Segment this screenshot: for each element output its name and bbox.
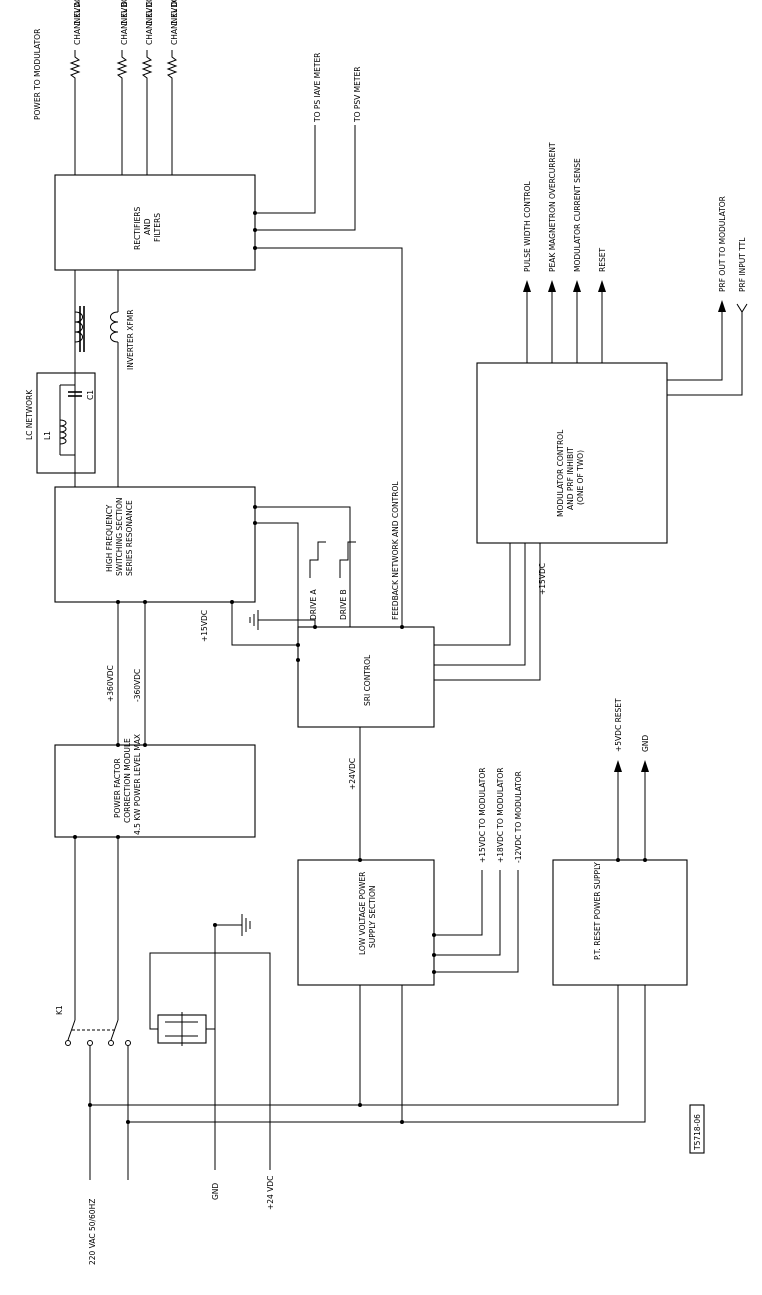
plus24-in-label: +24 VDC	[266, 1176, 275, 1210]
rectifiers-label-1: RECTIFIERS	[133, 207, 142, 250]
modulator-control-label-1: MODULATOR CONTROL	[556, 429, 565, 517]
lv-out-15-label: +15VDC TO MODULATOR	[478, 768, 487, 863]
c1-label: C1	[86, 390, 95, 400]
ac-input-label: 220 VAC 50/60HZ	[88, 1199, 97, 1265]
k1-label: K1	[55, 1005, 64, 1015]
rectifiers-filters-block	[54, 174, 256, 271]
drive-a-label: DRIVE A	[309, 589, 318, 620]
drive-b-label: DRIVE B	[339, 589, 348, 620]
input-wiring	[65, 835, 646, 1180]
figure-id: T5718-06	[689, 1104, 705, 1154]
sri-control-block	[297, 626, 435, 728]
to-psv-meter-label: TO PSV METER	[353, 67, 362, 123]
pt-reset-label: P.T. RESET POWER SUPPLY	[593, 862, 602, 960]
channel-c-label: CHANNEL C	[145, 1, 154, 45]
plus24-sri-label: +24VDC	[348, 758, 357, 790]
pfc-label-1: POWER FACTOR	[113, 758, 122, 818]
pulse-width-label: PULSE WIDTH CONTROL	[523, 180, 532, 272]
plus360-label: +360VDC	[106, 665, 115, 702]
lv-power-block	[297, 859, 435, 986]
gnd-in-label: GND	[211, 1183, 220, 1200]
lv-out-18-label: +18VDC TO MODULATOR	[496, 768, 505, 863]
rectifiers-label-2: AND	[143, 218, 152, 235]
to-ps-iave-meter-label: TO PS IAVE METER	[313, 53, 322, 123]
reset-5v-label: +5VDC RESET	[614, 698, 623, 752]
pfc-label-2: CORRECTION MODULE	[123, 738, 132, 823]
l1-label: L1	[43, 431, 52, 440]
hf-wiring	[230, 505, 356, 662]
feedback-label: FEEDBACK NETWORK AND CONTROL	[391, 481, 400, 620]
rectifiers-label-3: FILTERS	[153, 213, 162, 242]
plus15-sri-label: +15VDC	[200, 610, 209, 642]
sri-control-label: SRI CONTROL	[363, 654, 372, 706]
lv-power-label-2: SUPPLY SECTION	[368, 886, 377, 949]
lv-outputs	[432, 870, 519, 974]
channel-a-label: CHANNEL A	[73, 0, 82, 45]
hf-switching-block	[54, 486, 256, 603]
figure-id-label: T5718-06	[693, 1114, 702, 1151]
lv-power-label-1: LOW VOLTAGE POWER	[358, 872, 367, 955]
gnd-out-label: GND	[641, 735, 650, 752]
peak-overcurrent-label: PEAK MAGNETRON OVERCURRENT	[548, 142, 557, 272]
channel-b-label: CHANNEL B	[120, 1, 129, 45]
pfc-module-block	[54, 744, 256, 838]
prf-out-label: PRF OUT TO MODULATOR	[718, 196, 727, 292]
inverter-transformer	[74, 270, 119, 487]
hf-switching-label-2: SWITCHING SECTION	[115, 498, 124, 576]
channel-c-voltage: 1 KVDC	[145, 0, 154, 25]
modulator-outputs	[523, 280, 748, 396]
modulator-plus15-label: +15VDC	[538, 563, 547, 595]
minus360-label: -360VDC	[133, 669, 142, 702]
modulator-control-block	[476, 362, 668, 544]
hf-switching-label-1: HIGH FREQUENCY	[105, 504, 114, 572]
channel-d-label: CHANNEL D	[170, 0, 179, 45]
modulator-control-label-2: AND PRF INHIBIT	[566, 447, 575, 510]
channel-wiring	[69, 50, 178, 175]
inverter-xfmr-label: INVERTER XFMR	[126, 310, 135, 370]
lc-network-box	[36, 372, 96, 474]
lc-network	[59, 384, 82, 456]
channel-d-voltage: 1 KVDC	[170, 0, 179, 25]
hf-switching-label-3: SERIES RESONANCE	[125, 500, 134, 576]
lv-out-12-label: -12VDC TO MODULATOR	[514, 771, 523, 863]
channel-b-voltage: 1 KVDC	[120, 0, 129, 25]
channel-a-voltage: 1 KVDC	[73, 0, 82, 25]
lc-network-label: LC NETWORK	[25, 389, 34, 440]
power-to-modulator-label: POWER TO MODULATOR	[33, 29, 42, 120]
reset-label: RESET	[598, 248, 607, 272]
pfc-label-3: 4.5 KW POWER LEVEL MAX	[133, 734, 142, 835]
sri-modulator-wiring	[358, 543, 541, 862]
dc-bus	[116, 600, 147, 747]
pt-reset-outputs	[614, 760, 649, 862]
mod-current-sense-label: MODULATOR CURRENT SENSE	[573, 158, 582, 272]
meter-wiring	[253, 125, 404, 629]
pt-reset-block	[552, 859, 688, 986]
modulator-control-label-3: (ONE OF TWO)	[576, 450, 585, 505]
prf-input-label: PRF INPUT TTL	[738, 237, 747, 292]
